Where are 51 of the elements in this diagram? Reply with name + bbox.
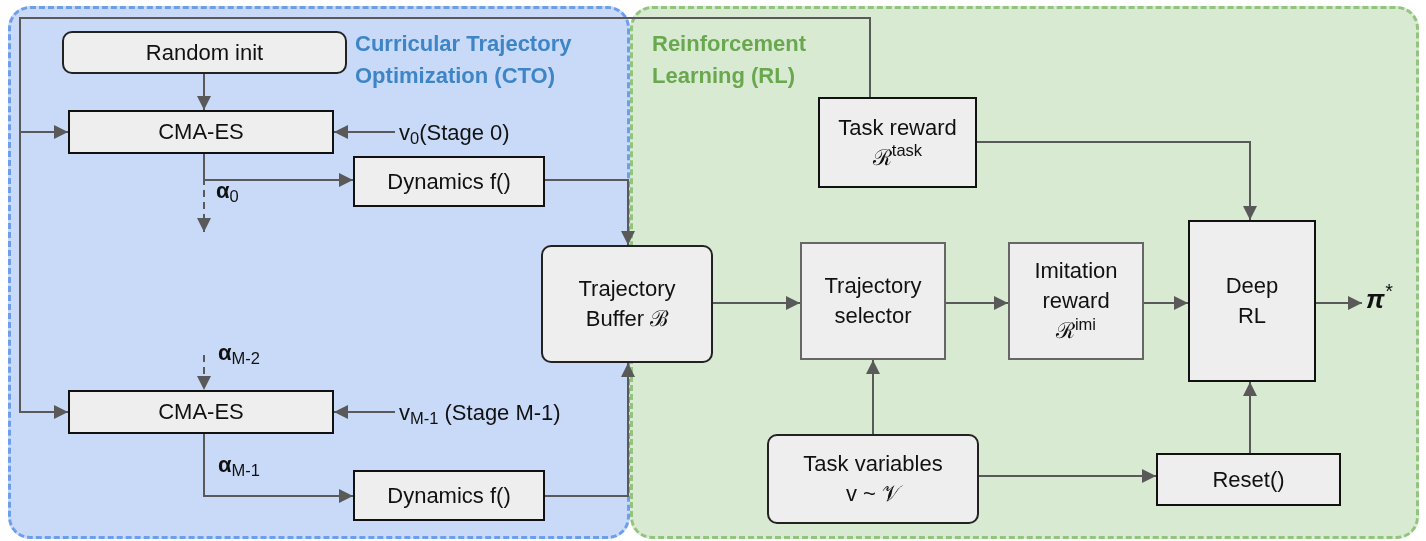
arrow: [712, 296, 801, 310]
process-box: [353, 470, 545, 521]
process-box: [353, 156, 545, 207]
dashed-arrow: [197, 153, 211, 233]
arrow: [1143, 296, 1189, 310]
edge-label: α$_{M-1}$: [218, 451, 260, 480]
arrow: [945, 296, 1009, 310]
group-title: Curricular Trajectory Optimization (CTO): [355, 30, 573, 90]
arrow: [978, 469, 1157, 483]
box-label: Random init: [144, 38, 265, 67]
rounded-box: [62, 31, 347, 74]
text-label: v$_{M-1}$ (Stage M-1): [398, 399, 562, 428]
box-label: CMA-ES: [157, 398, 245, 426]
edge-label: α$_{0}$: [216, 177, 239, 206]
box-label: Trajectory selector: [823, 272, 923, 330]
arrow: [203, 433, 354, 503]
group-title: Reinforcement Learning (RL): [652, 30, 808, 90]
edge-label: α$_{M-2}$: [218, 339, 260, 368]
text-label: π$^{*}$: [1365, 284, 1394, 314]
box-label: Imitation reward: [1033, 257, 1119, 315]
box-label: Dynamics f(): [386, 167, 512, 196]
process-box: [1008, 242, 1144, 360]
arrow: [544, 362, 635, 497]
box-label: Dynamics f(): [386, 481, 512, 510]
arrow: [1243, 381, 1257, 454]
box-label: Reset(): [1211, 465, 1286, 494]
process-box: [68, 110, 334, 154]
dashed-arrow: [197, 354, 211, 391]
box-label: Task reward: [837, 113, 958, 142]
box-label: ℛ$^{imi}$: [1054, 316, 1098, 345]
box-label: ℛ$^{task}$: [871, 142, 924, 172]
arrow: [333, 405, 396, 419]
rounded-box: [767, 434, 979, 524]
process-box: [68, 390, 334, 434]
arrow: [1315, 296, 1363, 310]
text-label: v$_{0}$(Stage 0): [398, 119, 511, 148]
box-label: Trajectory Buffer ℬ: [577, 275, 677, 333]
box-label: CMA-ES: [157, 118, 245, 146]
arrow: [197, 73, 211, 111]
box-label: v ~ 𝒱: [844, 480, 904, 508]
rounded-box: [541, 245, 713, 363]
arrow: [976, 141, 1257, 221]
box-label: Deep RL: [1224, 272, 1280, 330]
process-box: [800, 242, 946, 360]
process-box: [818, 97, 977, 188]
arrow: [544, 179, 635, 246]
arrow: [866, 359, 880, 435]
arrow: [333, 125, 396, 139]
process-box: [1156, 453, 1341, 506]
box-label: Task variables: [802, 450, 944, 478]
process-box: [1188, 220, 1316, 382]
